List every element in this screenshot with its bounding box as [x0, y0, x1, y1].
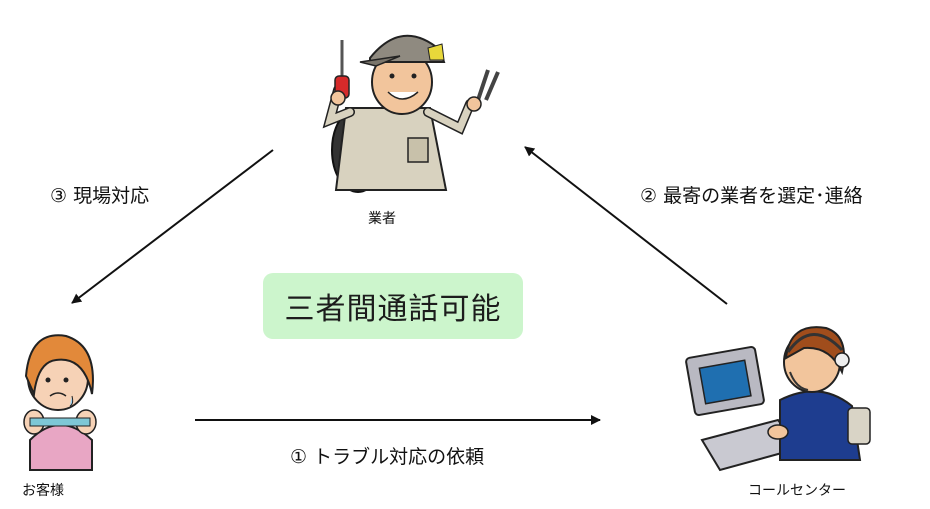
step1-label: ① トラブル対応の依頼 [290, 446, 485, 468]
center-label-box: 三者間通話可能 [263, 273, 523, 339]
mechanic-icon [322, 34, 500, 193]
step3-label: ③ 現場対応 [50, 185, 150, 207]
step2-label: ② 最寄の業者を選定･連絡 [640, 185, 863, 207]
customer-label: お客様 [22, 483, 64, 499]
operator-icon [685, 326, 871, 472]
call-center-label: コールセンター [748, 483, 846, 499]
arrow-step3 [71, 149, 274, 304]
customer-icon [23, 334, 97, 471]
center-label: 三者間通話可能 [284, 292, 502, 327]
worker-label: 業者 [368, 211, 396, 227]
arrow-step2 [524, 146, 728, 305]
